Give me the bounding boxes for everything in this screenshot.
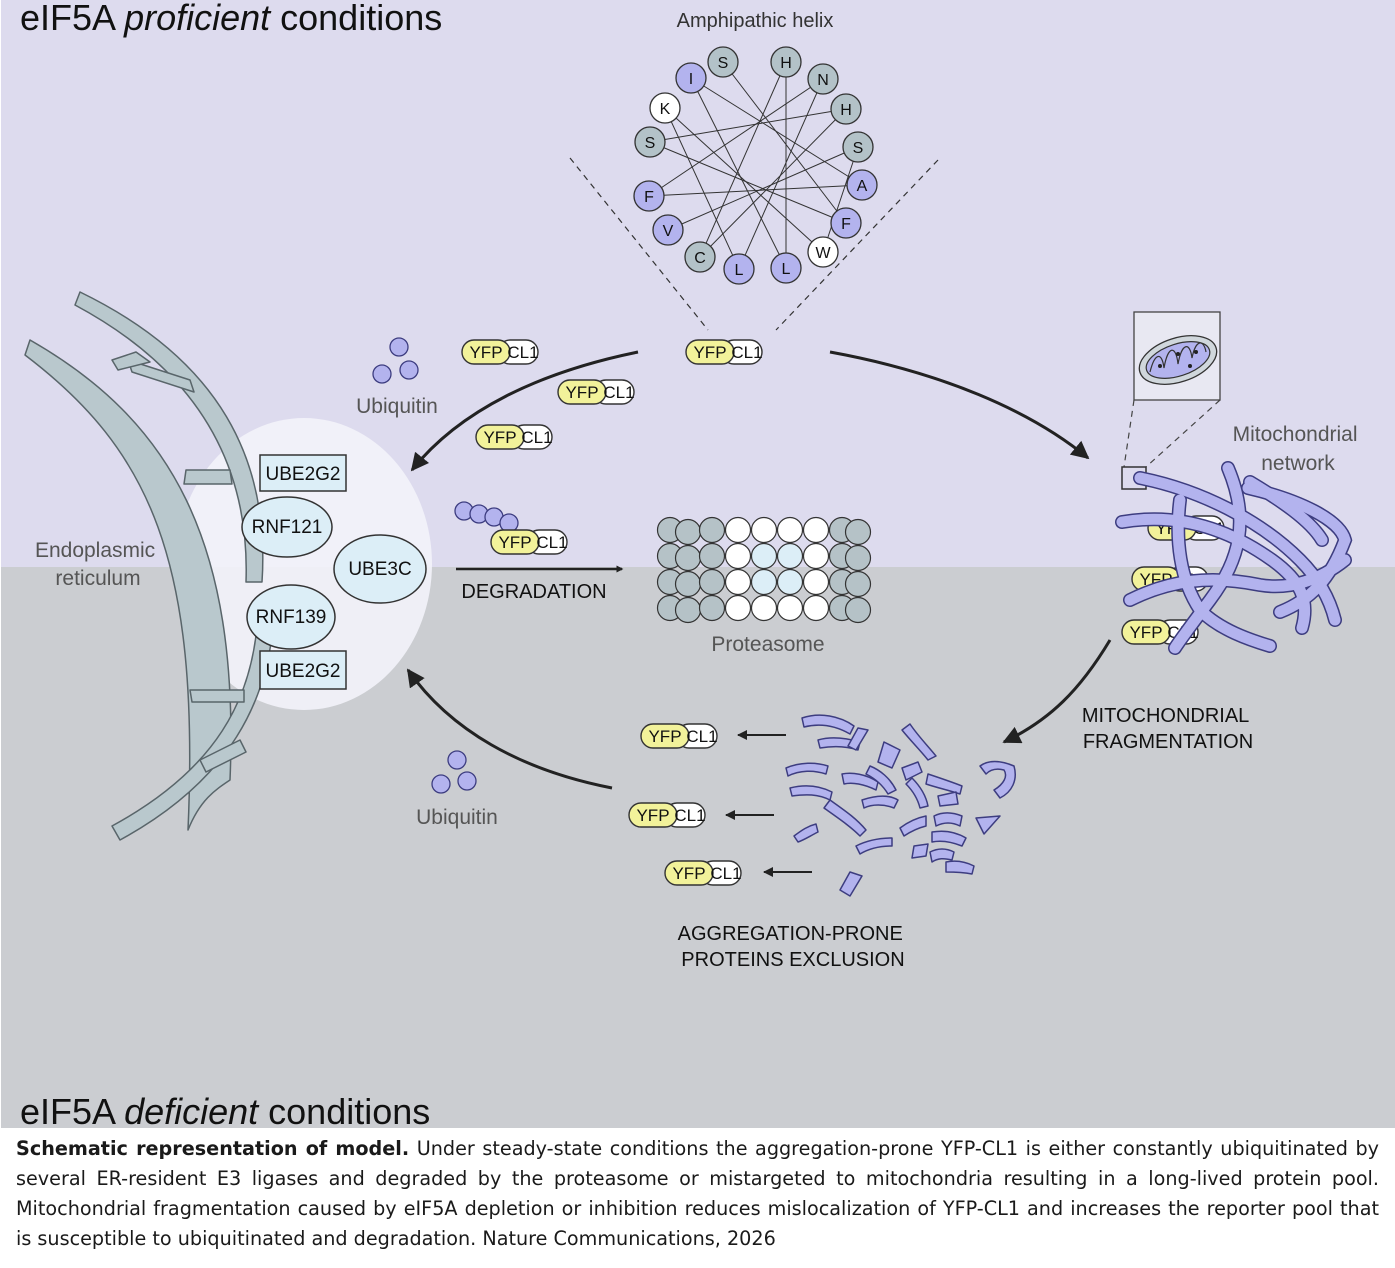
cl1-label: CL1 [674, 806, 705, 825]
helix-title: Amphipathic helix [677, 10, 834, 32]
fragmented-mitochondria [785, 714, 1016, 897]
svg-text:I: I [689, 71, 693, 88]
proteasome-label: Proteasome [711, 633, 824, 656]
svg-text:V: V [663, 223, 674, 240]
title-proficient: eIF5A proficient conditions [20, 0, 442, 38]
helix-residue: A [846, 169, 878, 201]
ubiquitin-bottom-label: Ubiquitin [416, 806, 498, 829]
helix-residue: L [770, 252, 802, 284]
ube3c-label: UBE3C [348, 559, 411, 580]
yfp-label: YFP [469, 343, 502, 362]
yfp-cl1-reporter: YFP CL1 [640, 723, 718, 749]
helix-residue: K [649, 92, 681, 124]
rnf139-label: RNF139 [256, 607, 327, 628]
svg-text:N: N [817, 72, 829, 89]
helix-residue: W [807, 236, 839, 268]
ubiquitin-top [372, 337, 419, 384]
svg-text:K: K [660, 101, 671, 118]
cl1-label: CL1 [536, 533, 567, 552]
arrow-reporter-to-er [410, 350, 639, 472]
ube3c-ellipse [333, 534, 427, 604]
mito-fragmentation-label: MITOCHONDRIAL FRAGMENTATION [1082, 705, 1254, 753]
cl1-label: CL1 [521, 428, 552, 447]
cl1-label: CL1 [731, 343, 762, 362]
yfp-label: YFP [648, 727, 681, 746]
helix-dash-left [569, 157, 709, 331]
ube2g2-top-box [259, 454, 347, 492]
figure-caption: Schematic representation of model. Under… [16, 1134, 1379, 1254]
ubiquitin-top-label: Ubiquitin [356, 395, 438, 418]
helix-residue: V [652, 214, 684, 246]
cl1-label: CL1 [603, 383, 634, 402]
rnf121-label: RNF121 [252, 517, 323, 538]
helix-residue: F [830, 207, 862, 239]
svg-text:W: W [815, 245, 831, 262]
mitochondrial-network [1115, 461, 1353, 655]
exclusion-label: AGGREGATION-PRONE PROTEINS EXCLUSION [678, 923, 909, 971]
polyubiquitin-chain [454, 501, 519, 533]
yfp-cl1-reporter: YFP CL1 [490, 529, 568, 555]
cl1-label: CL1 [507, 343, 538, 362]
yfp-label: YFP [483, 428, 516, 447]
yfp-label: YFP [565, 383, 598, 402]
svg-text:H: H [840, 102, 852, 119]
helix-residue: S [842, 131, 874, 163]
svg-text:L: L [782, 261, 791, 278]
mito-network-label: Mitochondrial network [1233, 423, 1364, 475]
ube2g2-bottom-box [259, 650, 347, 690]
yfp-label: YFP [498, 533, 531, 552]
yfp-cl1-reporter: YFP CL1 [664, 860, 742, 886]
ubiquitin-bottom [431, 750, 477, 794]
yfp-label: YFP [693, 343, 726, 362]
yfp-label: YFP [636, 806, 669, 825]
helix-residue: S [707, 46, 739, 78]
helix-residue: N [807, 63, 839, 95]
arrow-reporter-to-mito [829, 350, 1090, 460]
svg-text:C: C [694, 250, 706, 267]
yfp-label: YFP [1129, 623, 1162, 642]
helix-residue: C [684, 241, 716, 273]
title-deficient: eIF5A deficient conditions [20, 1091, 430, 1132]
degradation-label: DEGRADATION [461, 581, 606, 603]
caption-bold: Schematic representation of model. [16, 1137, 410, 1160]
svg-text:S: S [645, 135, 656, 152]
rnf139-ellipse [246, 584, 336, 650]
helix-residue: H [830, 93, 862, 125]
helix-residue: I [675, 62, 707, 94]
yfp-cl1-reporter: YFP CL1 [628, 802, 706, 828]
helix-residue: H [770, 46, 802, 78]
yfp-label: YFP [672, 864, 705, 883]
yfp-cl1-reporter: YFP CL1 [461, 339, 539, 365]
svg-text:L: L [735, 262, 744, 279]
proteasome [656, 516, 872, 624]
svg-text:F: F [841, 216, 851, 233]
helix-residue: F [633, 180, 665, 212]
svg-text:F: F [644, 189, 654, 206]
cl1-label: CL1 [710, 864, 741, 883]
svg-text:H: H [780, 55, 792, 72]
rnf121-ellipse [241, 496, 333, 558]
svg-text:A: A [857, 178, 868, 195]
ube2g2-bottom-label: UBE2G2 [266, 661, 341, 682]
caption-text: Under steady-state conditions the aggreg… [16, 1137, 1379, 1250]
yfp-cl1-reporter: YFP CL1 [475, 424, 553, 450]
er-label: Endoplasmic reticulum [35, 539, 161, 590]
ube2g2-top-label: UBE2G2 [266, 464, 341, 485]
mitochondrion-inset [1121, 311, 1221, 490]
svg-text:S: S [718, 55, 729, 72]
arrow-network-to-fragmented [1002, 639, 1112, 744]
yfp-cl1-reporter: YFP CL1 [557, 379, 635, 405]
svg-text:S: S [853, 140, 864, 157]
helix-residue: S [634, 126, 666, 158]
yfp-cl1-reporter: YFP CL1 [685, 339, 763, 365]
arrow-excluded-to-er [406, 668, 613, 790]
cl1-label: CL1 [686, 727, 717, 746]
helix-residue: L [723, 253, 755, 285]
ligase-complex: UBE2G2 RNF121 UBE3C RNF139 UBE2G2 [241, 454, 427, 690]
